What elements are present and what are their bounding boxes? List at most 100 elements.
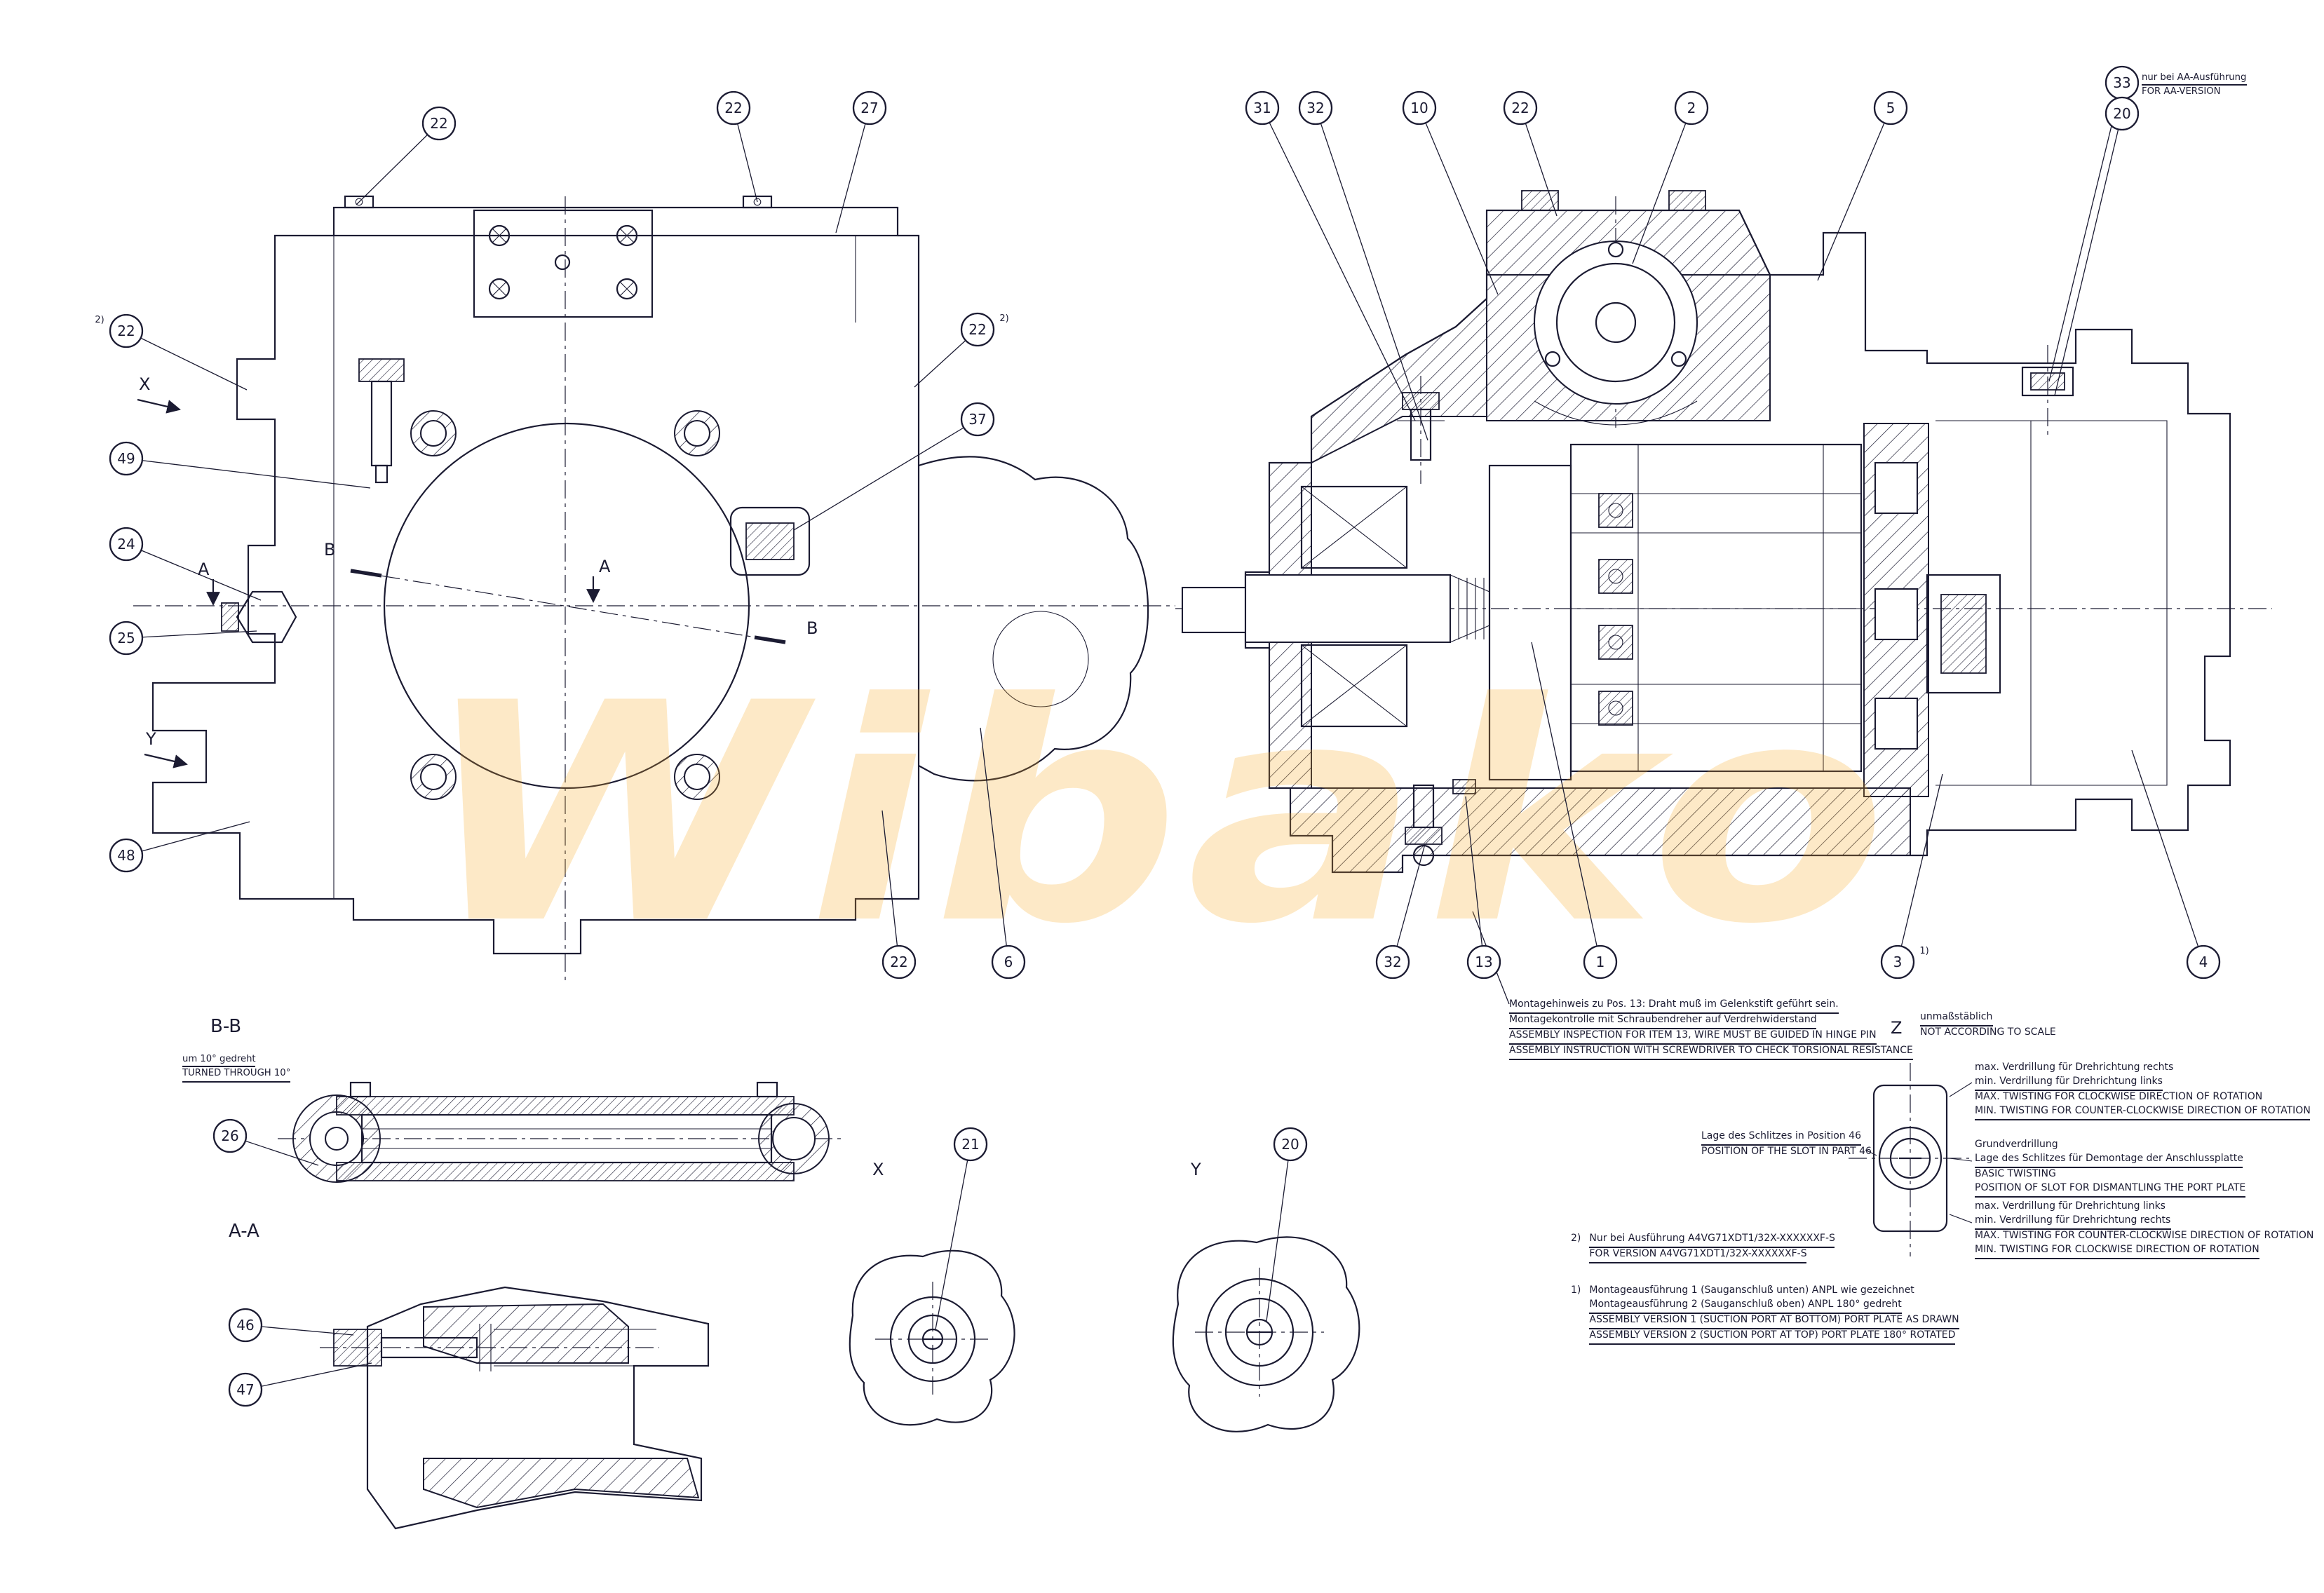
svg-text:13: 13 <box>1475 954 1492 970</box>
svg-text:31: 31 <box>1253 100 1271 116</box>
callout-48-9: 48 <box>109 821 250 873</box>
callout-21-26: 21 <box>935 1127 988 1330</box>
front-view <box>133 195 1175 982</box>
note-twist-left-en2: MIN. TWISTING FOR CLOCKWISE DIRECTION OF… <box>1975 1244 2259 1259</box>
note-basic-twist-de2: Lage des Schlitzes für Demontage der Ans… <box>1975 1153 2243 1168</box>
note-assembly-en2: ASSEMBLY INSTRUCTION WITH SCREWDRIVER TO… <box>1509 1045 1913 1060</box>
callout-5-17: 5 <box>1817 90 1908 281</box>
note-assembly: Montagehinweis zu Pos. 13: Draht muß im … <box>1509 998 1913 1060</box>
note-aa-version: nur bei AA-Ausführung FOR AA-VERSION <box>2142 72 2247 99</box>
note-footnote-2: 2) Nur bei Ausführung A4VG71XDT1/32X-XXX… <box>1571 1233 1835 1263</box>
callout-24-7: 24 <box>109 527 262 601</box>
bolt-items-32-13 <box>1405 779 1476 867</box>
svg-text:1): 1) <box>1919 946 1928 956</box>
callout-25-8: 25 <box>109 621 257 656</box>
svg-text:22: 22 <box>724 100 742 116</box>
b-section-mark-left: B <box>324 540 335 560</box>
svg-text:32: 32 <box>1306 100 1324 116</box>
svg-text:6: 6 <box>1004 954 1013 970</box>
note-z-scale-de: unmaßstäblich <box>1920 1011 1993 1026</box>
callout-1-22: 1 <box>1531 642 1618 979</box>
svg-text:32: 32 <box>1384 954 1401 970</box>
svg-text:37: 37 <box>968 411 986 428</box>
svg-text:48: 48 <box>117 847 135 864</box>
svg-text:46: 46 <box>236 1317 254 1334</box>
end-cover <box>1926 366 2168 786</box>
port-plate <box>1863 423 1929 797</box>
footnote-1-mark: 1) <box>1571 1284 1581 1296</box>
rotary-group <box>1488 443 1863 781</box>
note-twist-left: max. Verdrillung für Drehrichtung links … <box>1975 1200 2313 1259</box>
svg-text:5: 5 <box>1886 100 1896 116</box>
callout-22-10: 22 <box>881 810 917 979</box>
svg-text:27: 27 <box>860 100 878 116</box>
taper-bearings <box>1300 485 1408 728</box>
y-view-label: Y <box>145 729 156 749</box>
detail-z <box>1849 1063 1973 1256</box>
callout-22-0: 22 <box>356 106 457 205</box>
y-detail-title: Y <box>1190 1160 1201 1179</box>
detail-section-aa <box>320 1286 710 1530</box>
note-twist-right-de2: min. Verdrillung für Drehrichtung links <box>1975 1076 2163 1091</box>
note-aa-version-en: FOR AA-VERSION <box>2142 86 2221 97</box>
callout-22-4: 222) <box>914 312 1009 388</box>
svg-text:21: 21 <box>961 1136 979 1153</box>
callout-22-3: 222) <box>95 313 248 391</box>
callout-3-23: 3 1) <box>1880 773 1943 979</box>
svg-text:22: 22 <box>430 115 447 132</box>
svg-text:1: 1 <box>1596 954 1605 970</box>
svg-text:22: 22 <box>890 954 907 970</box>
callout-33-18: 33 <box>2048 65 2140 382</box>
svg-text:49: 49 <box>117 450 135 467</box>
note-slot-position: Lage des Schlitzes in Position 46 POSITI… <box>1701 1130 1872 1160</box>
note-twist-right: max. Verdrillung für Drehrichtung rechts… <box>1975 1062 2311 1120</box>
note-assembly-de2: Montagekontrolle mit Schraubendreher auf… <box>1509 1014 1817 1029</box>
svg-text:26: 26 <box>221 1127 238 1144</box>
callout-32-13: 32 <box>1298 90 1428 441</box>
detail-section-bb <box>278 1081 842 1183</box>
callout-27-2: 27 <box>835 90 887 233</box>
svg-text:24: 24 <box>117 536 135 553</box>
x-detail-title: X <box>872 1160 884 1179</box>
note-z-scale-en: NOT ACCORDING TO SCALE <box>1920 1026 2056 1038</box>
bb-section-title: B-B <box>210 1016 241 1037</box>
note-bb-rotation: um 10° gedreht TURNED THROUGH 10° <box>182 1053 291 1083</box>
note-bb-rotation-de: um 10° gedreht <box>182 1053 256 1068</box>
callout-37-5: 37 <box>793 402 995 531</box>
x-view-label: X <box>139 374 150 394</box>
callout-47-29: 47 <box>228 1362 372 1407</box>
note-basic-twist-en1: BASIC TWISTING <box>1975 1167 2056 1179</box>
note-bb-rotation-en: TURNED THROUGH 10° <box>182 1068 291 1083</box>
callout-22-1: 22 <box>716 90 758 203</box>
callout-26-25: 26 <box>212 1118 319 1166</box>
callout-31-12: 31 <box>1245 90 1416 421</box>
callout-4-24: 4 <box>2131 750 2221 979</box>
svg-text:2: 2 <box>1687 100 1696 116</box>
port-item-37 <box>729 506 811 576</box>
detail-x <box>849 1249 1015 1426</box>
callout-13-21: 13 <box>1465 796 1501 979</box>
svg-text:3: 3 <box>1893 954 1903 970</box>
svg-text:33: 33 <box>2113 74 2130 91</box>
svg-text:2): 2) <box>999 313 1008 324</box>
svg-text:22: 22 <box>117 323 135 339</box>
note-basic-twist-en2: POSITION OF SLOT FOR DISMANTLING THE POR… <box>1975 1182 2246 1198</box>
svg-text:20: 20 <box>1281 1136 1299 1153</box>
svg-text:4: 4 <box>2199 954 2208 970</box>
svg-text:25: 25 <box>117 630 135 646</box>
callout-49-6: 49 <box>109 441 371 489</box>
footnote-2-de: Nur bei Ausführung A4VG71XDT1/32X-XXXXXX… <box>1589 1233 1835 1248</box>
bolt-item-49 <box>358 358 405 484</box>
callout-10-14: 10 <box>1402 90 1499 295</box>
a-section-mark-left: A <box>198 560 210 579</box>
footnote-2-en: FOR VERSION A4VG71XDT1/32X-XXXXXXF-S <box>1589 1248 1807 1263</box>
callout-46-28: 46 <box>228 1308 354 1343</box>
footnote-1-en1: ASSEMBLY VERSION 1 (SUCTION PORT AT BOTT… <box>1589 1314 1959 1329</box>
footnote-2-mark: 2) <box>1571 1233 1581 1244</box>
note-assembly-de1: Montagehinweis zu Pos. 13: Draht muß im … <box>1509 998 1839 1014</box>
callout-2-16: 2 <box>1632 90 1709 264</box>
note-twist-left-de1: max. Verdrillung für Drehrichtung links <box>1975 1200 2166 1212</box>
